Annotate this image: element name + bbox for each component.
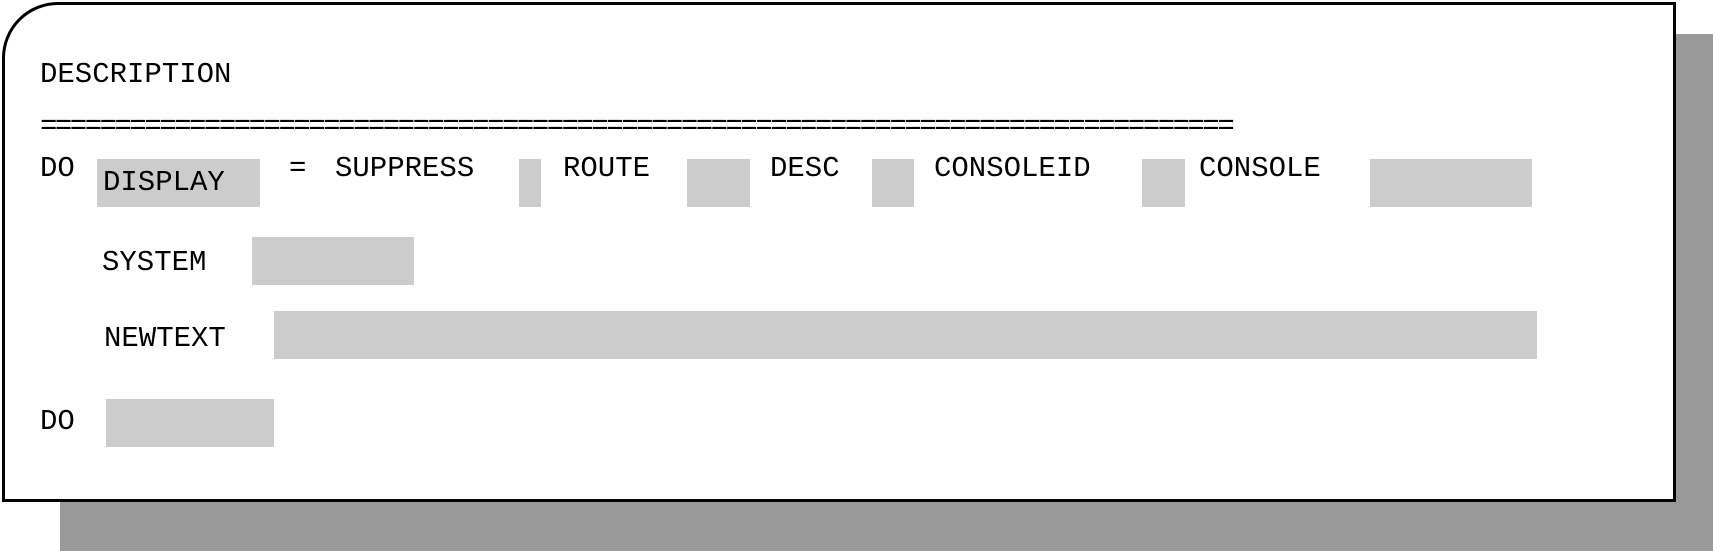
route-field[interactable] (687, 159, 750, 207)
equals-sign: = (289, 152, 307, 185)
do-label-secondary: DO (40, 405, 75, 438)
system-label: SYSTEM (102, 246, 207, 279)
console-label: CONSOLE (1199, 152, 1321, 185)
system-field[interactable] (252, 237, 414, 285)
display-keyword-field[interactable]: DISPLAY (97, 159, 260, 207)
do-field[interactable] (106, 399, 274, 447)
do-label: DO (40, 152, 75, 185)
newtext-field[interactable] (274, 311, 1537, 359)
desc-label: DESC (770, 152, 840, 185)
desc-field[interactable] (872, 159, 914, 207)
newtext-label: NEWTEXT (104, 322, 226, 355)
console-field[interactable] (1370, 159, 1532, 207)
consoleid-field[interactable] (1142, 159, 1185, 207)
route-label: ROUTE (563, 152, 651, 185)
heading-divider: ========================================… (40, 110, 1235, 143)
suppress-label: SUPPRESS (335, 152, 475, 185)
consoleid-label: CONSOLEID (934, 152, 1091, 185)
suppress-field[interactable] (519, 159, 541, 207)
description-heading: DESCRIPTION (40, 58, 232, 91)
